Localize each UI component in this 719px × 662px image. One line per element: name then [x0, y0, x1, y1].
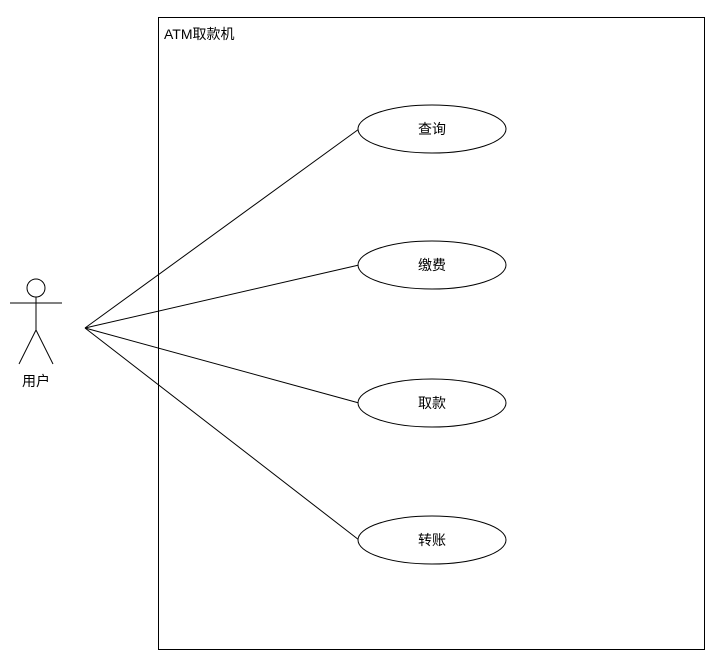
actor-right-leg	[35, 329, 54, 365]
use-case-withdraw-label: 取款	[418, 396, 446, 412]
actor-head	[26, 278, 46, 298]
system-title: ATM取款机	[164, 26, 235, 42]
actor-left-leg	[18, 329, 37, 365]
association-line-payment	[84, 264, 360, 329]
associations	[84, 128, 360, 541]
actor[interactable]: 用户	[10, 278, 62, 390]
actor-label: 用户	[22, 373, 50, 390]
association-line-query	[84, 128, 360, 329]
use-case-query-label: 查询	[418, 122, 446, 138]
use-case-transfer-label: 转账	[418, 533, 446, 549]
use-case-query-ellipse[interactable]	[357, 104, 507, 154]
use-case-withdraw-ellipse[interactable]	[357, 378, 507, 428]
use-case-payment-label: 缴费	[418, 258, 446, 274]
use-case-withdraw[interactable]: 取款	[357, 378, 507, 428]
use-case-transfer-ellipse[interactable]	[357, 515, 507, 565]
use-case-payment[interactable]: 缴费	[357, 240, 507, 290]
use-case-query[interactable]: 查询	[357, 104, 507, 154]
use-case-transfer[interactable]: 转账	[357, 515, 507, 565]
association-line-withdraw	[84, 327, 360, 404]
use-case-payment-ellipse[interactable]	[357, 240, 507, 290]
association-line-transfer	[84, 327, 360, 541]
